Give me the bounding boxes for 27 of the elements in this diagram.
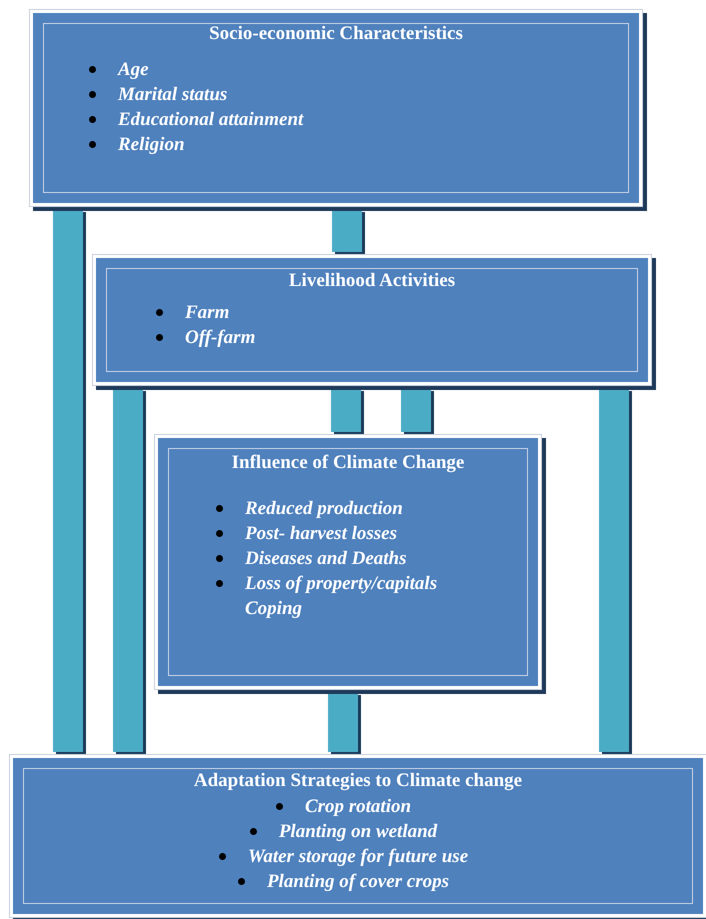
process-box	[10, 755, 706, 917]
list-item: Off-farm	[185, 325, 256, 350]
connector-bar	[599, 388, 629, 752]
list-item: Planting on wetland	[278, 819, 438, 844]
list-item: Marital status	[118, 82, 228, 107]
box-heading: Livelihood Activities	[288, 270, 456, 292]
connector-bar	[331, 388, 361, 432]
list-item: Loss of property/capitals	[245, 571, 438, 596]
list-item: Crop rotation	[304, 794, 412, 819]
box-heading: Socio-economic Characteristics	[209, 23, 463, 45]
list-item: Religion	[118, 132, 185, 157]
box-heading: Adaptation Strategies to Climate change	[194, 770, 522, 792]
connector-bar	[332, 209, 362, 252]
connector-bar	[328, 692, 358, 752]
box-heading: Influence of Climate Change	[232, 452, 464, 474]
list-item: Educational attainment	[118, 107, 304, 132]
list-item: Post- harvest losses	[245, 521, 397, 546]
list-item: Coping	[245, 597, 302, 621]
list-item: Water storage for future use	[248, 844, 468, 869]
connector-bar	[401, 388, 431, 432]
list-item: Diseases and Deaths	[245, 546, 407, 571]
list-item: Farm	[185, 300, 230, 325]
list-item: Age	[118, 57, 149, 82]
list-item: Planting of cover crops	[266, 869, 450, 894]
list-item: Reduced production	[245, 496, 403, 521]
connector-bar	[113, 388, 143, 752]
connector-bar	[53, 209, 83, 752]
